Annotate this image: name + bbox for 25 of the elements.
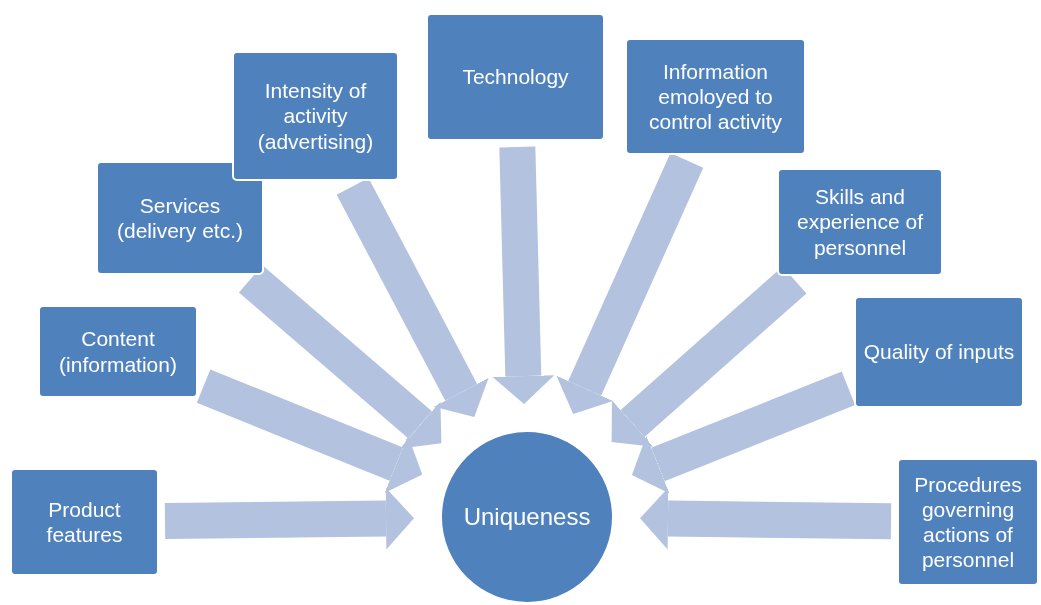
node-label: Intensity of activity (advertising) [256,78,375,154]
factor-box [232,51,399,181]
block-arrow [492,146,555,405]
node-label: Product features [45,496,124,548]
factor-box [96,161,264,275]
block-arrow [556,153,704,414]
node-label: Uniqueness [463,502,591,532]
factor-box [897,458,1039,586]
node-label: Procedures governing actions of personnel [913,471,1023,573]
node-label: Skills and experience of personnel [795,184,925,260]
factor-box [777,168,943,276]
node-label: Content (information) [58,326,178,377]
block-arrow [238,265,442,449]
block-arrow [640,487,892,550]
factor-box [625,38,806,155]
node-label: Information emoloyed to control activity [647,58,783,135]
node-label: Services (delivery etc.) [116,192,244,244]
factor-box [426,13,605,141]
factor-box [38,305,198,398]
node-label: Technology [462,64,569,90]
block-arrow [631,371,856,494]
factor-box [10,468,159,576]
factor-box [854,296,1024,408]
block-arrow [196,369,423,493]
node-label: Quality of inputs [863,339,1015,365]
